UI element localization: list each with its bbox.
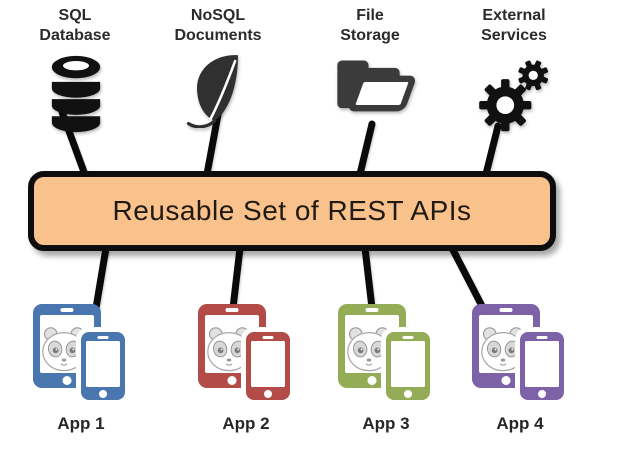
phone-speaker bbox=[262, 335, 274, 339]
phone-icon bbox=[81, 332, 125, 400]
phone-screen bbox=[86, 341, 120, 387]
phone-speaker bbox=[97, 335, 109, 339]
app-2-devices: App 2 bbox=[198, 304, 294, 436]
database-icon bbox=[51, 55, 101, 133]
connector-api-to-app2 bbox=[229, 244, 244, 312]
folder-icon bbox=[337, 60, 416, 112]
app-label: App 3 bbox=[362, 414, 410, 433]
panda-face-icon bbox=[347, 327, 391, 372]
connector-external-to-api bbox=[482, 122, 502, 178]
tablet-home-button bbox=[367, 376, 377, 385]
phone-icon bbox=[386, 332, 430, 400]
source-column-sql-database: SQL Database bbox=[10, 6, 140, 46]
connector-api-to-app4 bbox=[448, 244, 486, 310]
tablet-home-button bbox=[501, 376, 511, 385]
phone-screen bbox=[391, 341, 425, 387]
source-label: External Services bbox=[481, 7, 547, 44]
tablet-camera-dot bbox=[60, 308, 74, 312]
panda-face-icon bbox=[481, 327, 525, 372]
phone-home-button bbox=[99, 389, 107, 398]
phone-home-button bbox=[538, 389, 546, 398]
source-label: NoSQL Documents bbox=[174, 7, 262, 44]
app-label: App 1 bbox=[57, 414, 105, 433]
app-label: App 4 bbox=[496, 414, 544, 433]
app-4-devices: App 4 bbox=[472, 304, 568, 436]
app-3-devices: App 3 bbox=[338, 304, 434, 436]
connector-api-to-app1 bbox=[92, 244, 110, 312]
panda-face-icon bbox=[42, 327, 86, 372]
phone-icon bbox=[246, 332, 290, 400]
gears-icon bbox=[479, 60, 549, 132]
source-column-file-storage: File Storage bbox=[305, 6, 435, 46]
app-1-devices: App 1 bbox=[33, 304, 129, 436]
phone-home-button bbox=[404, 389, 412, 398]
api-box-label: Reusable Set of REST APIs bbox=[112, 195, 472, 226]
phone-screen bbox=[525, 341, 559, 387]
source-column-nosql-documents: NoSQL Documents bbox=[153, 6, 283, 46]
phone-speaker bbox=[536, 335, 548, 339]
phone-home-button bbox=[264, 389, 272, 398]
tablet-camera-dot bbox=[499, 308, 513, 312]
source-label: SQL Database bbox=[39, 7, 111, 44]
phone-speaker bbox=[402, 335, 414, 339]
api-box: Reusable Set of REST APIs bbox=[28, 171, 556, 251]
panda-face-icon bbox=[207, 327, 251, 372]
phone-screen bbox=[251, 341, 285, 387]
tablet-camera-dot bbox=[225, 308, 239, 312]
tablet-camera-dot bbox=[365, 308, 379, 312]
source-column-external-services: External Services bbox=[449, 6, 579, 46]
connector-file-to-api bbox=[356, 120, 376, 178]
tablet-home-button bbox=[62, 376, 72, 385]
app-label: App 2 bbox=[222, 414, 270, 433]
connector-api-to-app3 bbox=[361, 244, 376, 312]
leaf-icon bbox=[186, 55, 238, 128]
tablet-home-button bbox=[227, 376, 237, 385]
source-label: File Storage bbox=[340, 7, 400, 44]
phone-icon bbox=[520, 332, 564, 400]
